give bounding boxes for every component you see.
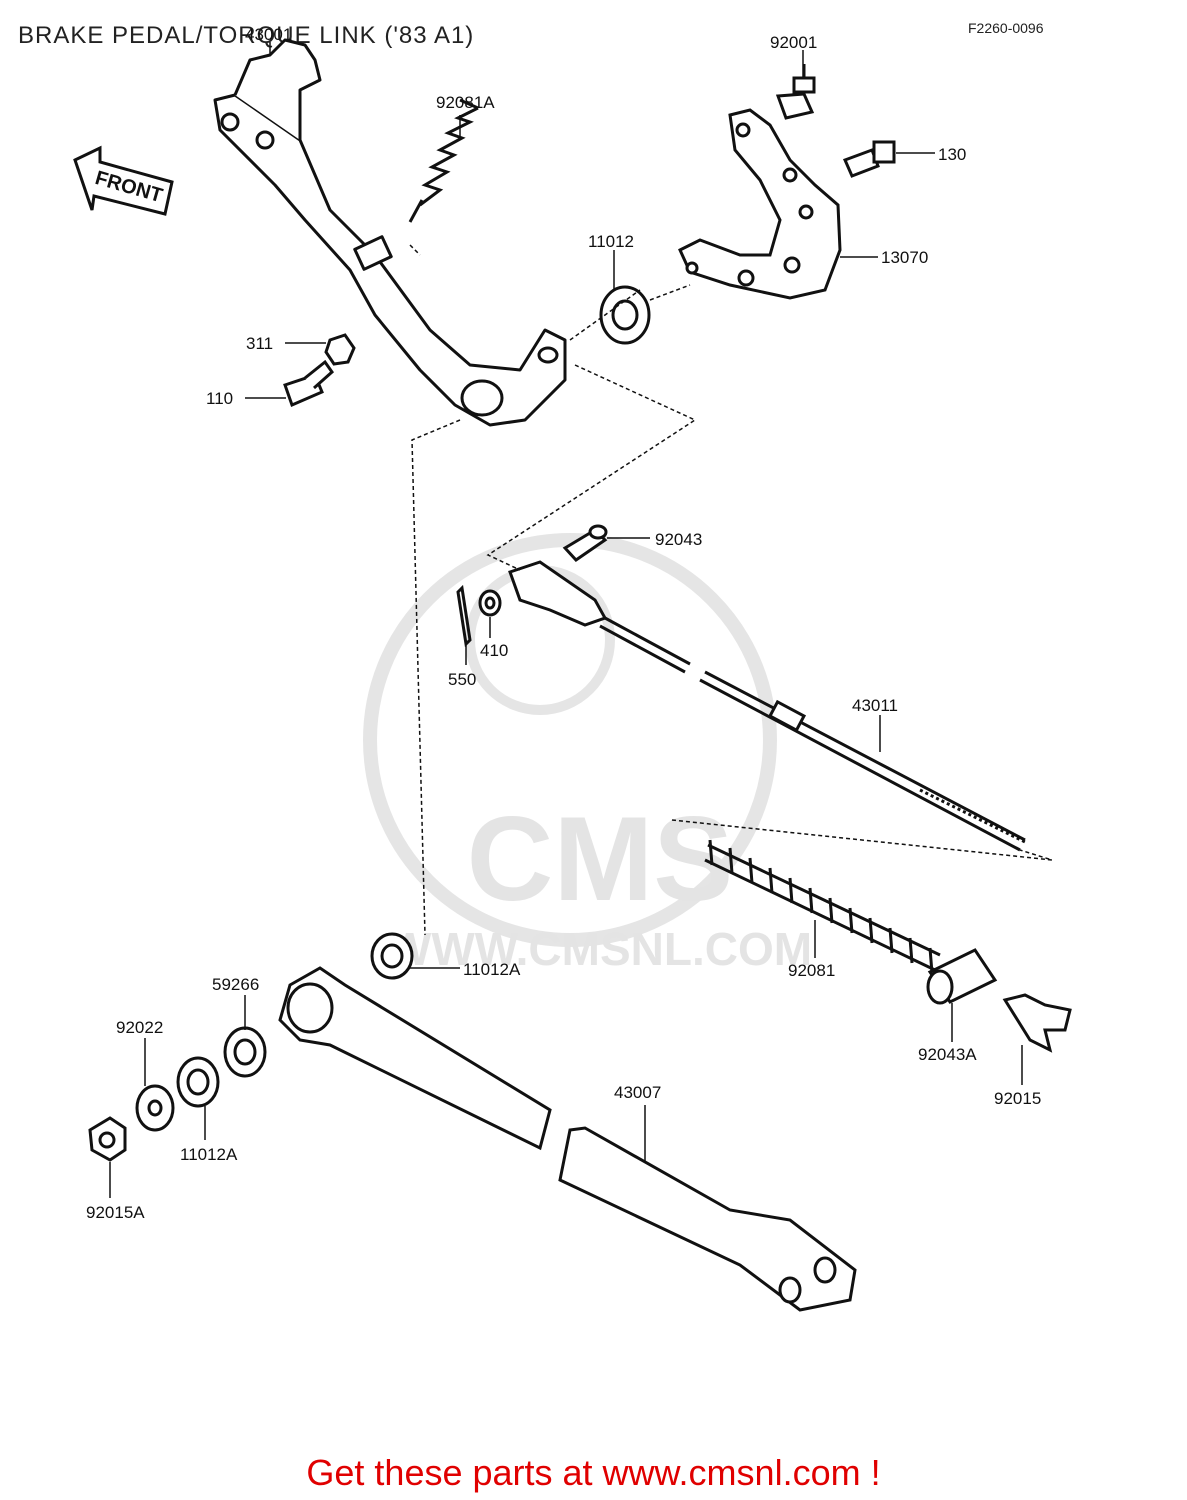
label-92081: 92081 xyxy=(788,961,835,980)
collar-59266 xyxy=(223,1026,267,1078)
label-43007: 43007 xyxy=(614,1083,661,1102)
label-92015: 92015 xyxy=(994,1089,1041,1108)
label-311: 311 xyxy=(246,334,273,353)
label-59266: 59266 xyxy=(212,975,259,994)
bolt-92001 xyxy=(775,64,816,120)
watermark: CMS WWW.CMSNL.COM xyxy=(363,533,812,975)
watermark-url: WWW.CMSNL.COM xyxy=(388,923,812,975)
label-43011: 43011 xyxy=(852,696,898,715)
label-92043A: 92043A xyxy=(918,1045,977,1064)
leader-lines xyxy=(109,42,1053,1198)
torque-link-43007 xyxy=(278,966,857,1312)
washer-410 xyxy=(478,589,502,617)
bolt-110 xyxy=(283,359,334,408)
nut-311 xyxy=(324,333,356,366)
label-11012A-upper: 11012A xyxy=(463,960,521,979)
bushing-11012 xyxy=(599,285,651,345)
label-11012A-lower: 11012A xyxy=(180,1145,238,1164)
label-92015A: 92015A xyxy=(86,1203,145,1222)
brake-pedal-43001 xyxy=(213,38,567,427)
watermark-brand: CMS xyxy=(467,792,734,926)
clevis-pin-92043 xyxy=(562,524,608,562)
label-92001: 92001 xyxy=(770,33,817,52)
label-11012: 11012 xyxy=(588,232,634,251)
footer-link-text[interactable]: Get these parts at www.cmsnl.com ! xyxy=(306,1452,881,1493)
brake-rod-43011 xyxy=(508,560,1026,852)
label-550: 550 xyxy=(448,670,476,689)
nut-92015A xyxy=(88,1116,127,1162)
figure-code: F2260-0096 xyxy=(968,20,1044,36)
washer-92022 xyxy=(135,1084,175,1132)
collar-92043A xyxy=(926,948,998,1005)
bolt-130 xyxy=(842,140,896,178)
label-43001: 43001 xyxy=(245,25,292,44)
front-arrow-icon: FRONT xyxy=(73,145,174,216)
spring-92081A xyxy=(408,98,479,223)
wing-nut-92015 xyxy=(1002,993,1072,1053)
bracket-13070 xyxy=(678,108,842,300)
label-92043: 92043 xyxy=(655,530,702,549)
label-410: 410 xyxy=(480,641,508,660)
label-130: 130 xyxy=(938,145,966,164)
bushing-11012A-lower xyxy=(176,1056,220,1108)
diagram-title: BRAKE PEDAL/TORQUE LINK ('83 A1) xyxy=(18,22,475,49)
label-92022: 92022 xyxy=(116,1018,163,1037)
label-13070: 13070 xyxy=(881,248,928,267)
label-92081A: 92081A xyxy=(436,93,495,112)
cotter-pin-550 xyxy=(456,584,472,648)
bushing-11012A-upper xyxy=(370,932,414,980)
spring-92081 xyxy=(704,839,941,974)
label-110: 110 xyxy=(206,389,233,408)
